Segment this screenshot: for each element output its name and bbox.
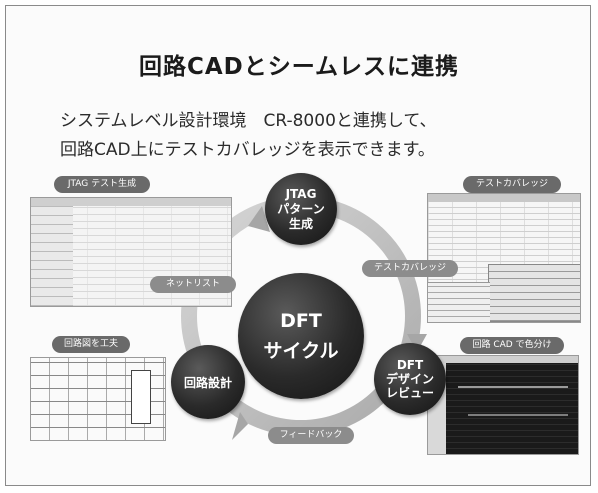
arrowhead-to-circuit-design: [232, 412, 248, 440]
design-review-node: DFT デザイン レビュー: [374, 343, 446, 415]
coverage-arrow-label: テストカバレッジ: [362, 260, 458, 277]
circuit-design-node: 回路設計: [171, 345, 245, 419]
jtag-line-3: 生成: [288, 216, 313, 231]
jtag-pattern-node: JTAG パターン 生成: [265, 173, 337, 245]
description-line-1: システムレベル設計環境 CR-8000と連携して、: [60, 111, 437, 131]
review-line-3: レビュー: [385, 386, 434, 400]
dft-center-line-2: サイクル: [263, 340, 339, 362]
circuit-label: 回路図を工夫: [52, 336, 130, 353]
cad-layout-screenshot: [427, 355, 579, 455]
cad-color-label: 回路 CAD で色分け: [460, 337, 564, 354]
coverage-label: テストカバレッジ: [463, 176, 561, 193]
coverage-screenshot: [427, 193, 581, 323]
jtag-line-2: パターン: [277, 201, 325, 216]
feedback-label: フィードバック: [268, 427, 354, 444]
netlist-label: ネットリスト: [150, 276, 236, 293]
jtag-line-1: JTAG: [285, 186, 317, 201]
review-line-1: DFT: [396, 358, 424, 372]
jtag-test-screenshot: [30, 197, 232, 307]
review-line-2: デザイン: [385, 372, 434, 386]
circuit-design-label: 回路設計: [183, 375, 232, 390]
dft-cycle-node: DFT サイクル: [238, 273, 364, 399]
jtag-test-label: JTAG テスト生成: [54, 176, 150, 193]
description-line-2: 回路CAD上にテストカバレッジを表示できます。: [60, 140, 435, 160]
arrowhead-to-jtag: [248, 206, 270, 232]
slide-title: 回路CADとシームレスに連携: [138, 54, 460, 80]
dft-center-line-1: DFT: [280, 310, 322, 332]
schematic-screenshot: [30, 357, 166, 441]
